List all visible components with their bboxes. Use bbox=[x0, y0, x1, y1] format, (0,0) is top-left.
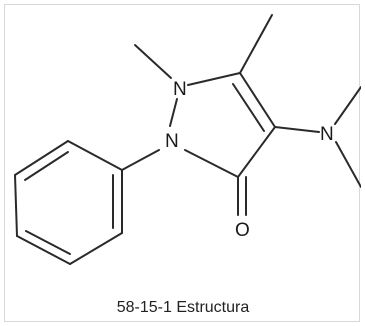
bond-n1-methyl bbox=[134, 44, 172, 79]
atom-n2-label: N bbox=[165, 131, 179, 152]
phenyl-inner-bond-2 bbox=[25, 230, 71, 255]
phenyl-bond-5 bbox=[69, 232, 123, 265]
phenyl-bond-4 bbox=[16, 235, 71, 265]
structure-card: N N N O 58-15-1 Estructura bbox=[4, 4, 361, 322]
atom-amine-n-label: N bbox=[320, 124, 334, 145]
bond-c4-c3 bbox=[237, 126, 276, 178]
molecule-diagram: N N N O bbox=[5, 5, 361, 291]
bond-namine-methyl-a bbox=[334, 86, 361, 125]
phenyl-bond-2 bbox=[14, 140, 69, 176]
phenyl-inner-bond-1 bbox=[24, 151, 69, 181]
bond-c3-n2 bbox=[184, 149, 239, 178]
bond-namine-methyl-b bbox=[335, 141, 361, 188]
atom-o-label: O bbox=[235, 220, 250, 241]
bond-c5-c4-double bbox=[232, 83, 265, 132]
phenyl-bond-3 bbox=[14, 174, 18, 237]
bond-c4-namine bbox=[274, 126, 320, 133]
bond-n2-phenyl bbox=[121, 149, 160, 171]
bond-n1-n2 bbox=[169, 98, 178, 127]
atom-n1-label: N bbox=[173, 79, 187, 100]
phenyl-bond-1 bbox=[67, 140, 123, 171]
molecule-svg: N N N O bbox=[14, 14, 361, 265]
bond-n1-c5 bbox=[187, 72, 241, 86]
structure-caption: 58-15-1 Estructura bbox=[116, 299, 250, 316]
bond-c5-c4 bbox=[239, 72, 276, 128]
bond-c5-methyl bbox=[239, 14, 273, 74]
